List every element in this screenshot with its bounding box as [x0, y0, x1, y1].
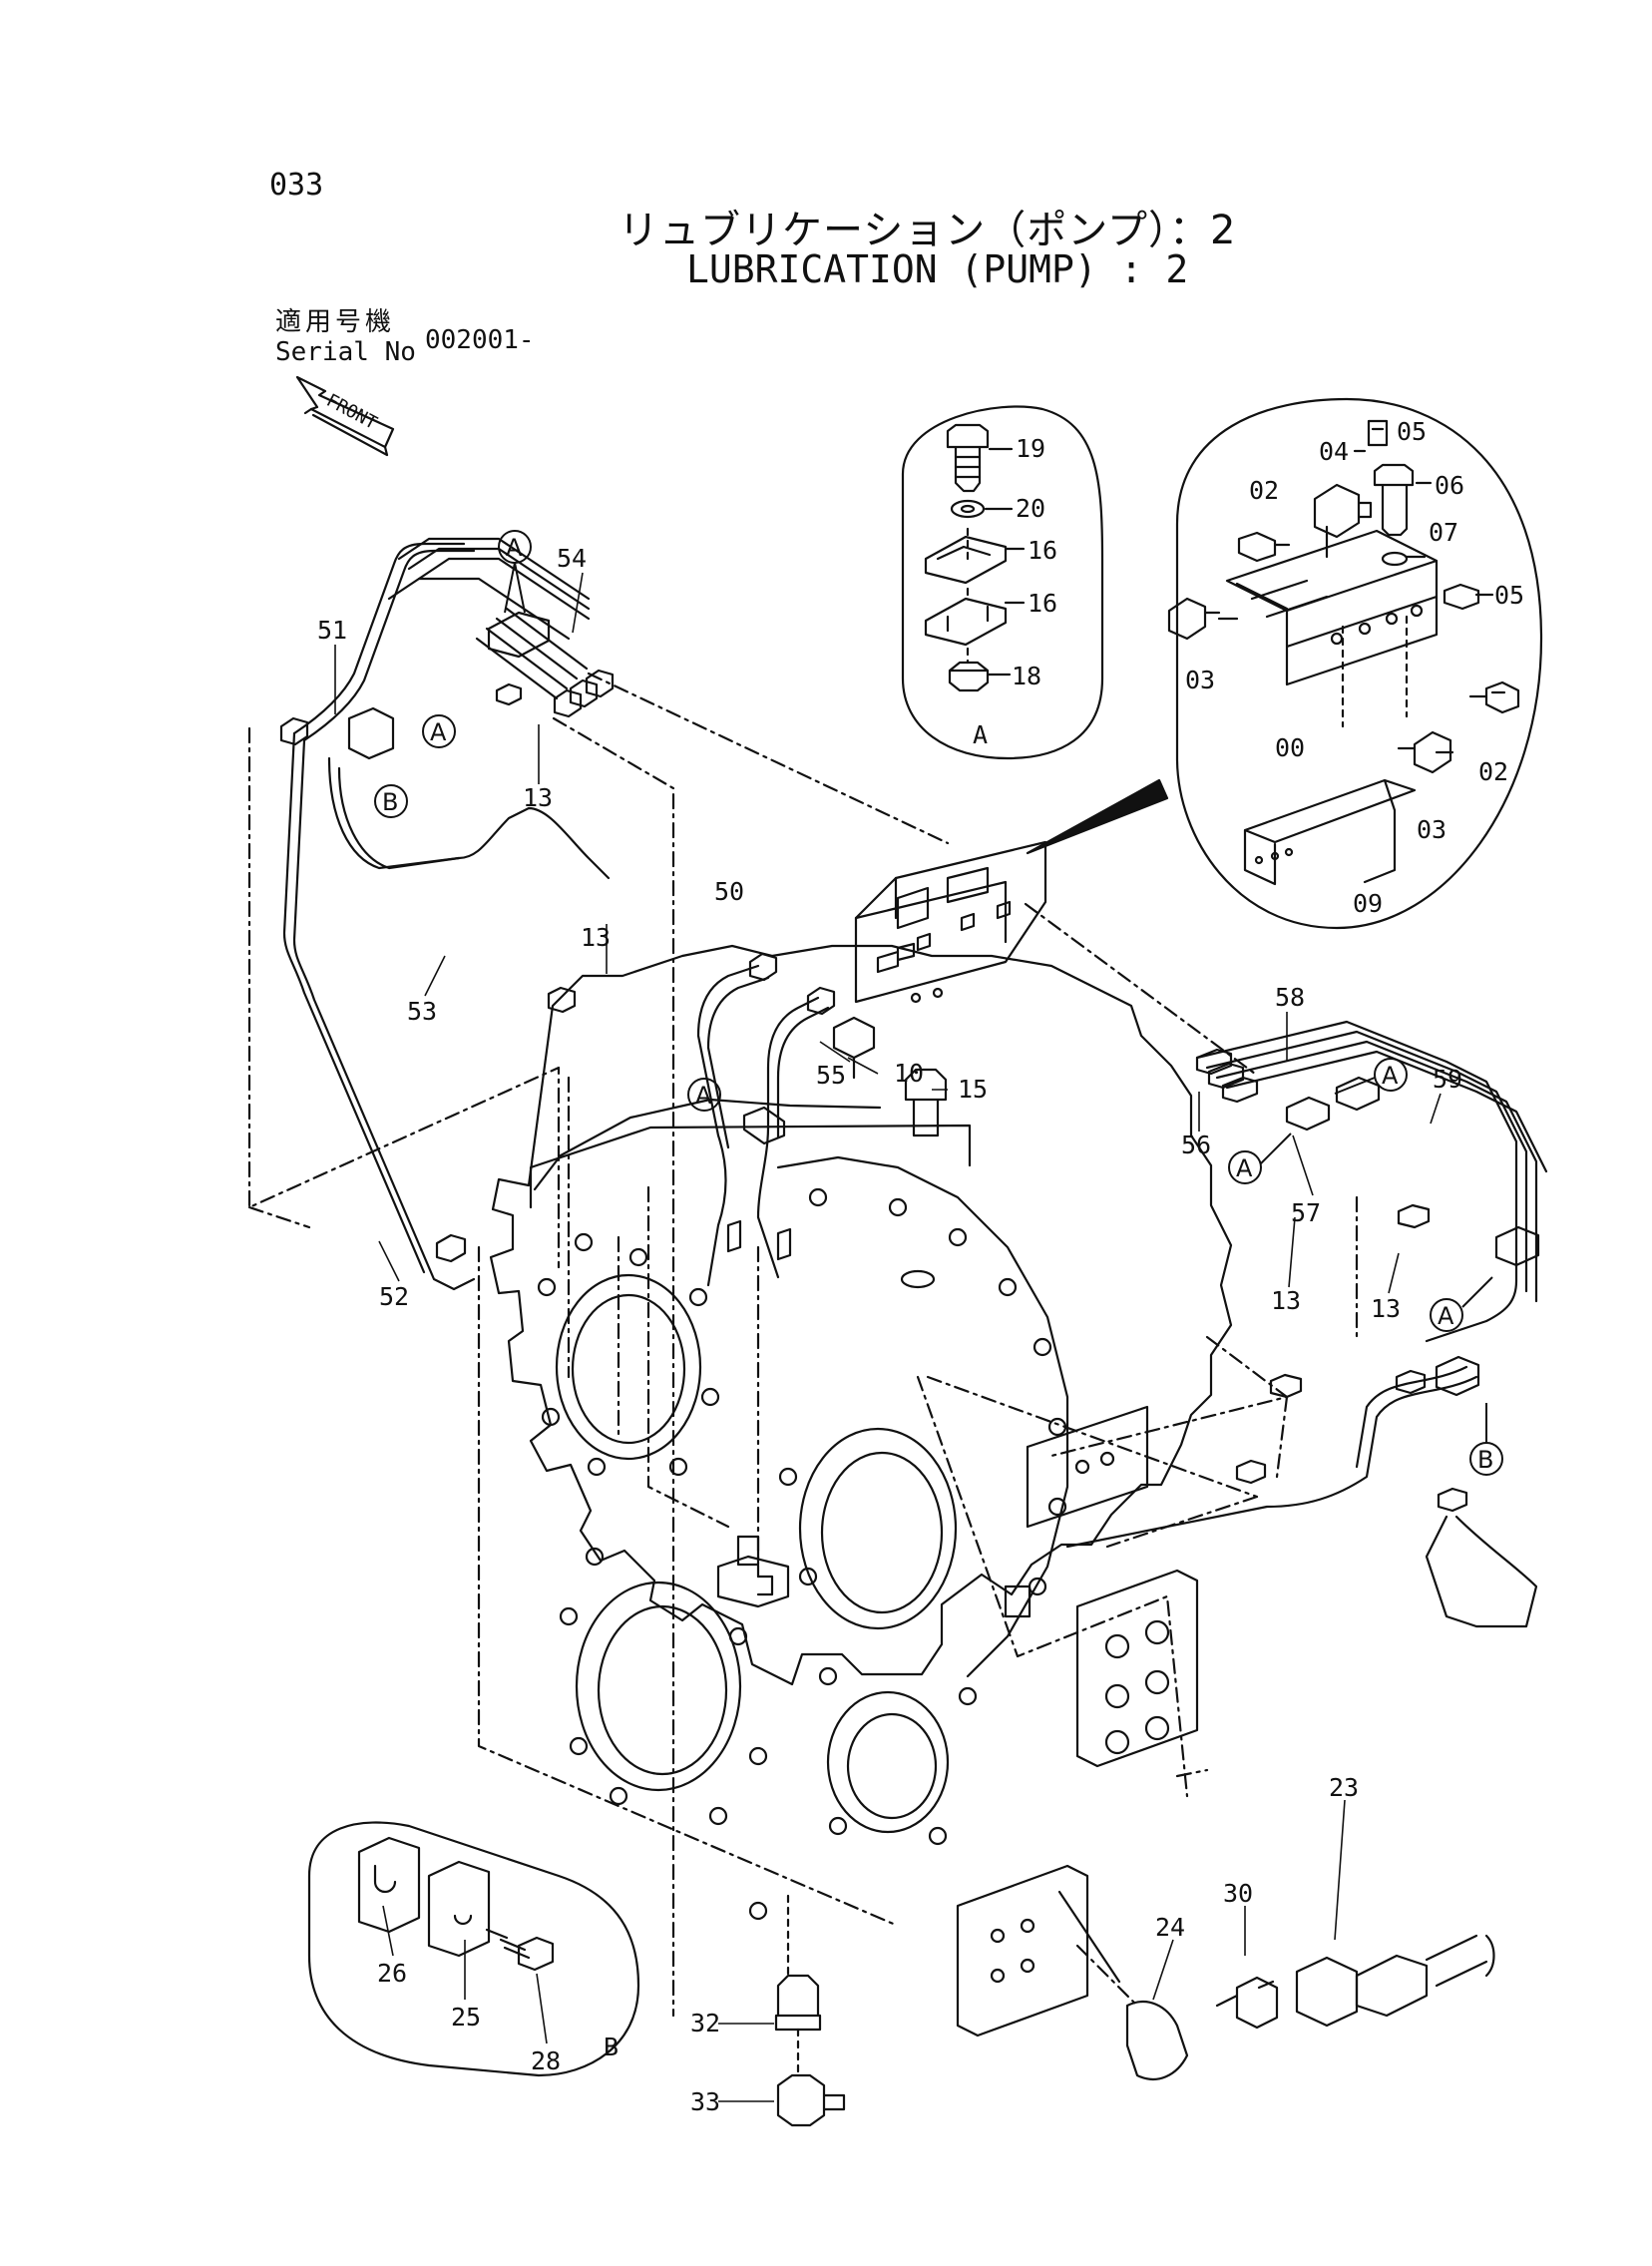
lubrication-pipes-right: [1065, 1020, 1548, 1628]
part-label-09: 09: [1353, 889, 1383, 918]
callout-a-1: A: [506, 534, 523, 562]
part-label-13: 13: [581, 923, 611, 952]
part-label-30: 30: [1223, 1879, 1253, 1908]
part-label-16: 16: [1028, 536, 1057, 565]
part-label-20: 20: [1016, 494, 1045, 523]
part-label-05: 05: [1397, 417, 1427, 446]
part-label-28: 28: [531, 2046, 561, 2075]
callout-a-4: A: [1382, 1062, 1399, 1090]
callout-a-6: A: [1438, 1302, 1454, 1330]
callout-a-5: A: [1236, 1154, 1253, 1182]
part-label-32: 32: [690, 2009, 720, 2038]
callout-b-2: B: [1477, 1446, 1493, 1474]
part-label-23: 23: [1329, 1773, 1359, 1802]
part-label-52: 52: [379, 1282, 409, 1311]
part-label-15: 15: [958, 1075, 988, 1104]
callout-a-3: A: [695, 1082, 712, 1110]
pump-housing: [489, 944, 1233, 2038]
part-label-05: 05: [1494, 581, 1524, 610]
detail-a-view: [901, 405, 1104, 760]
callout-a-2: A: [430, 718, 447, 746]
callout-b-1: B: [382, 788, 398, 816]
part-label-13: 13: [523, 783, 553, 812]
part-label-56: 56: [1181, 1131, 1211, 1159]
detail-b-view: [307, 1821, 640, 2077]
title-japanese: リュブリケーション（ポンプ）：2: [619, 208, 1237, 253]
part-label-19: 19: [1016, 434, 1045, 463]
detail-a-label: A: [973, 720, 988, 749]
hose-fittings: [1057, 1890, 1495, 2080]
part-label-10: 10: [894, 1059, 924, 1088]
part-label-26: 26: [377, 1959, 407, 1988]
part-label-02: 02: [1478, 757, 1508, 786]
serial-label-japanese: 適用号機: [275, 307, 396, 337]
part-label-03: 03: [1417, 815, 1446, 844]
part-label-18: 18: [1012, 662, 1041, 690]
part-label-57: 57: [1291, 1198, 1321, 1227]
part-label-33: 33: [690, 2087, 720, 2116]
part-label-16: 16: [1028, 589, 1057, 618]
lubrication-pipes-center: [696, 952, 948, 1287]
detail-b-label: B: [604, 2033, 619, 2061]
part-label-53: 53: [407, 997, 437, 1026]
serial-label-english: Serial No: [275, 337, 416, 367]
part-label-13: 13: [1271, 1286, 1301, 1315]
part-label-58: 58: [1275, 983, 1305, 1012]
part-label-04: 04: [1319, 437, 1349, 466]
part-label-50: 50: [714, 877, 744, 906]
part-label-13: 13: [1371, 1294, 1401, 1323]
part-label-54: 54: [557, 544, 587, 573]
part-label-07: 07: [1429, 518, 1458, 547]
part-label-03: 03: [1185, 666, 1215, 694]
title-english: LUBRICATION (PUMP) : 2: [686, 247, 1189, 291]
part-label-00: 00: [1275, 733, 1305, 762]
part-label-59: 59: [1433, 1065, 1462, 1094]
serial-number-value: 002001-: [425, 325, 535, 355]
distributor-block-detail: [1026, 397, 1543, 930]
front-label: FRONT: [323, 390, 381, 434]
page-number: 033: [269, 168, 324, 203]
part-label-51: 51: [317, 616, 347, 645]
lubrication-pipes-left: [279, 537, 615, 1291]
distributor-assembly: [854, 840, 1047, 1004]
part-label-24: 24: [1155, 1913, 1185, 1942]
part-label-25: 25: [451, 2003, 481, 2032]
fittings-32-33: [774, 1894, 846, 2127]
assembly-leader-lines: [247, 672, 1359, 2018]
part-label-06: 06: [1435, 471, 1464, 500]
part-label-02: 02: [1249, 476, 1279, 505]
front-arrow-icon: [295, 375, 395, 457]
part-label-55: 55: [816, 1061, 846, 1090]
